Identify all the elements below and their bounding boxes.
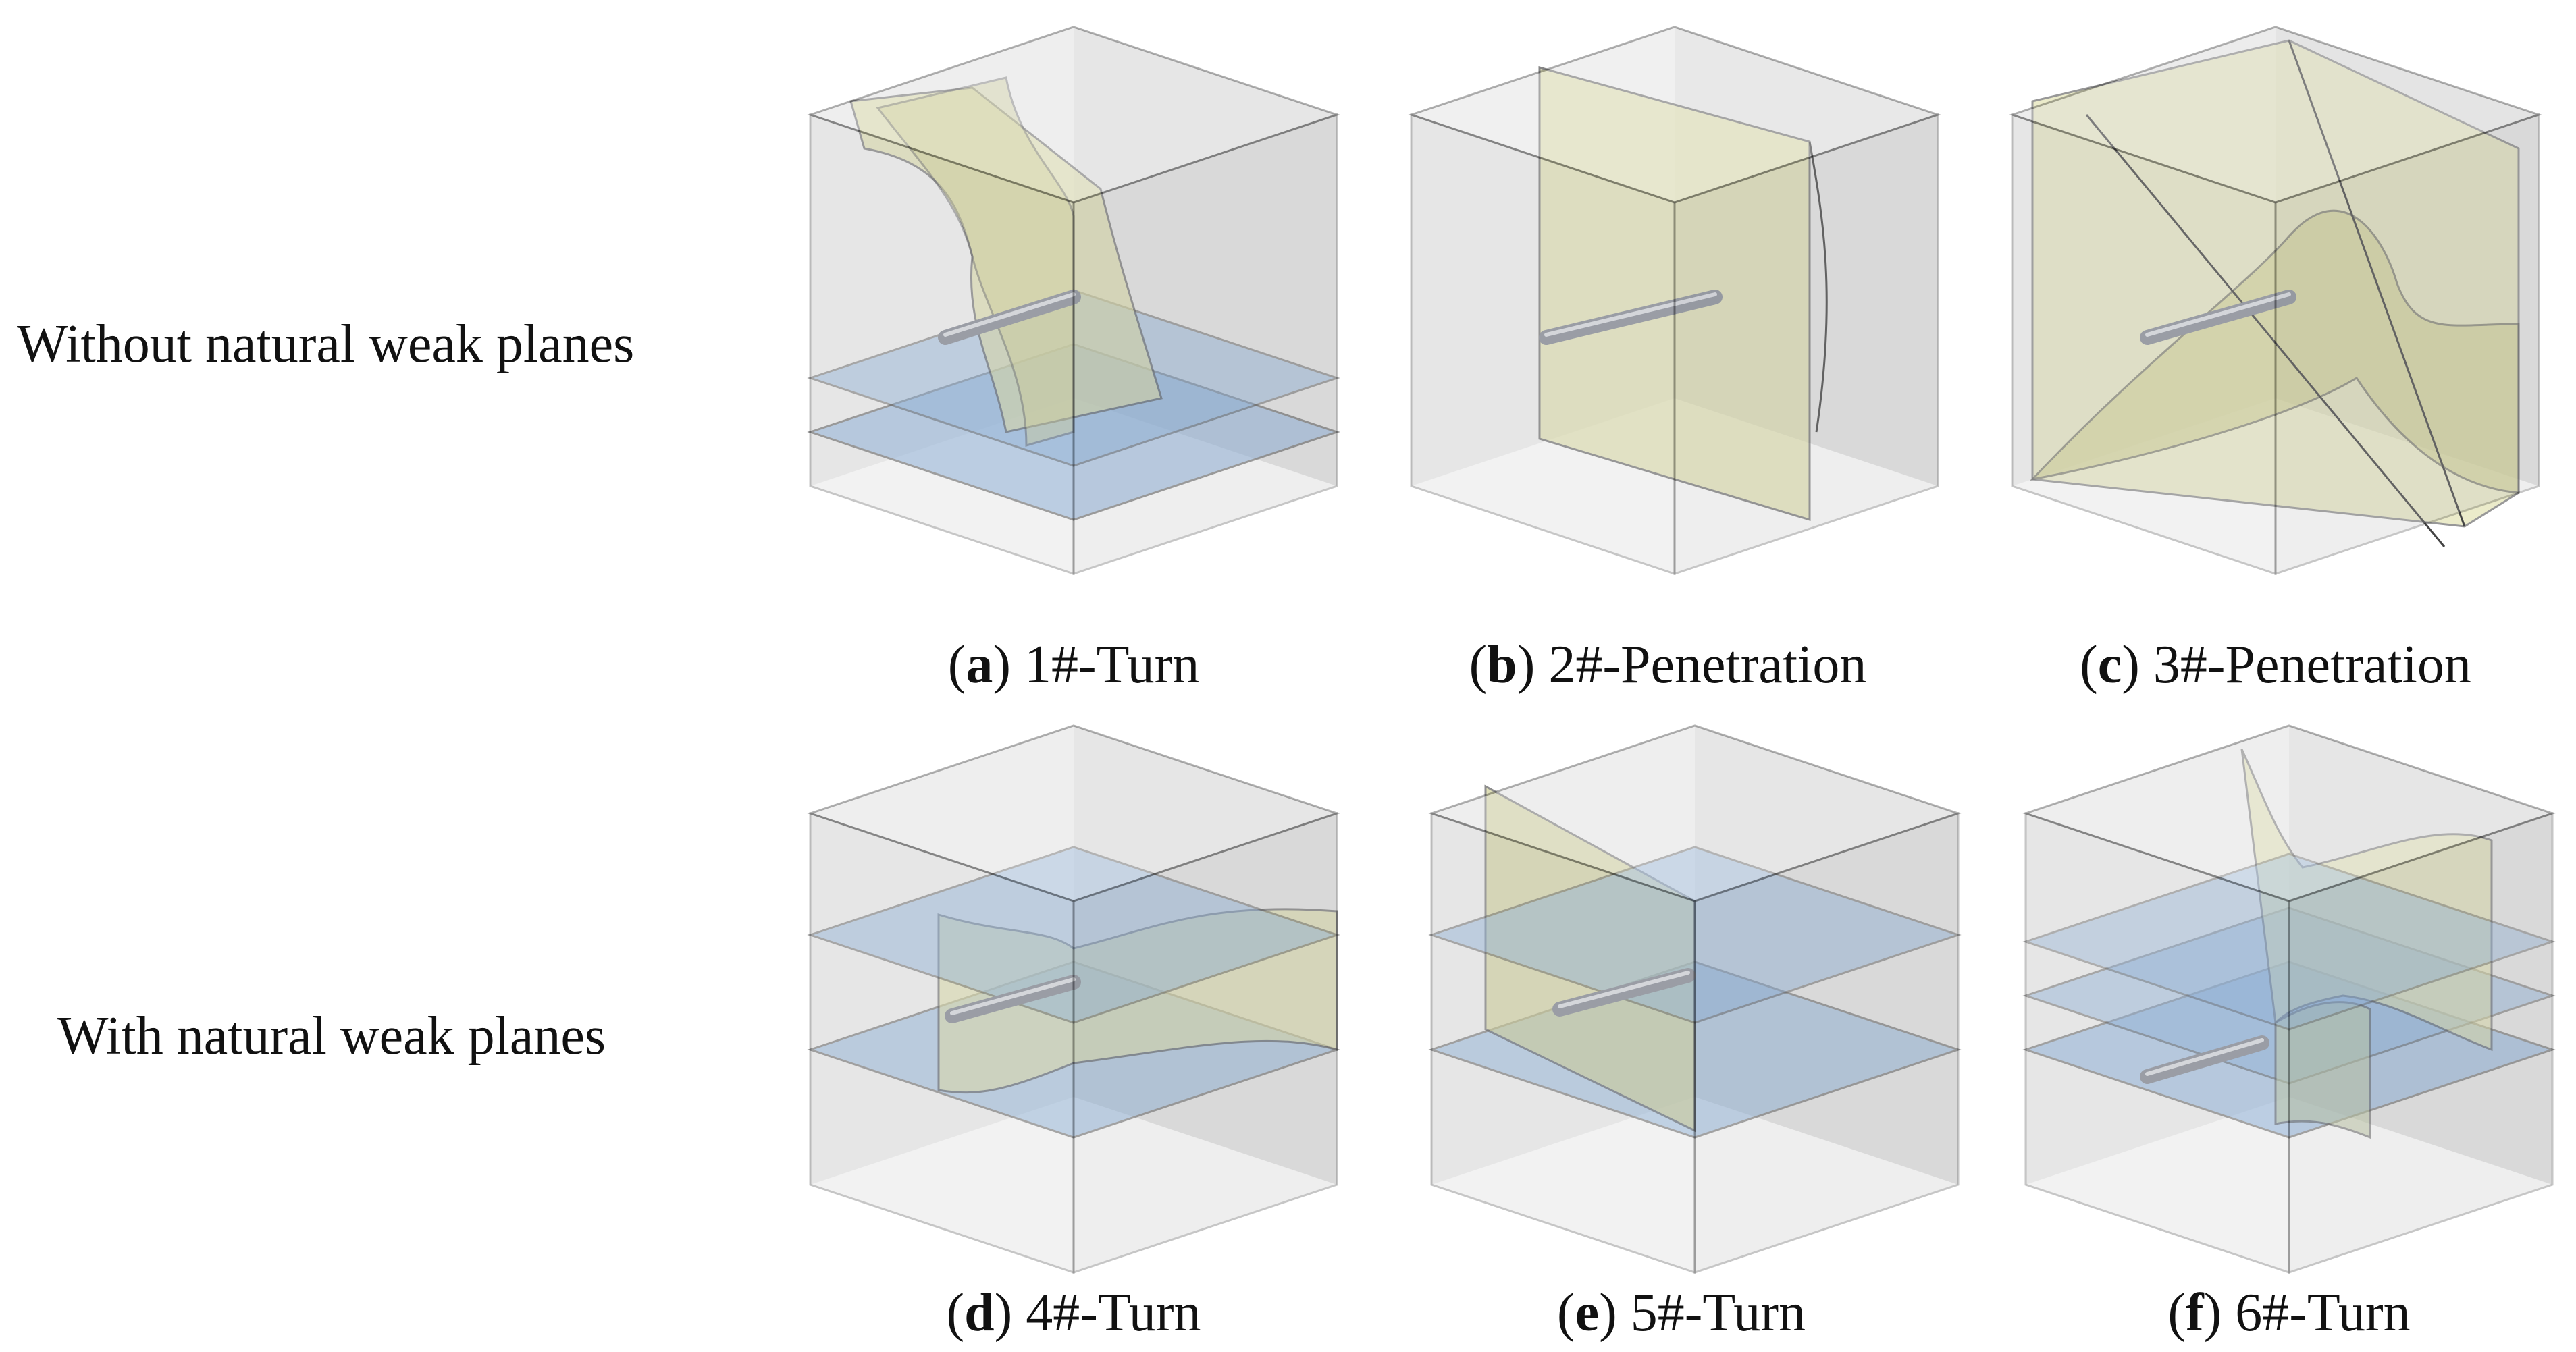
wellbore xyxy=(1552,968,1696,1017)
cube-front-left-face xyxy=(809,811,1075,1274)
caption-letter: c xyxy=(2097,635,2122,695)
fracture-surface xyxy=(937,908,1338,1094)
cube-front-left-face xyxy=(1430,811,1696,1274)
panel-c-diagram xyxy=(2005,13,2546,580)
cube-top-face xyxy=(807,724,1340,902)
cube-front-right-face xyxy=(2288,811,2554,1274)
cube-top-face xyxy=(807,26,1340,204)
caption-letter: b xyxy=(1487,635,1517,695)
wellbore-highlight xyxy=(2145,292,2291,337)
caption-letter: d xyxy=(964,1283,995,1343)
wellbore-highlight xyxy=(2145,1038,2264,1076)
cube-c xyxy=(2009,26,2542,576)
fracture-crease xyxy=(2288,40,2466,527)
caption-e: (e) 5#-Turn xyxy=(1556,1283,1806,1343)
cube-front-left-face xyxy=(1410,113,1676,576)
caption-letter: f xyxy=(2186,1283,2204,1343)
fracture-surface xyxy=(849,86,1163,433)
caption-text: 2#-Penetration xyxy=(1548,635,1867,695)
cube-a xyxy=(807,26,1340,576)
caption-text: 1#-Turn xyxy=(1024,635,1200,695)
wellbore-highlight xyxy=(943,292,1076,337)
cube-d xyxy=(807,724,1340,1274)
caption-c: (c) 3#-Penetration xyxy=(2080,635,2471,695)
cube-front-right-face xyxy=(1673,113,1939,576)
wellbore xyxy=(2140,1035,2269,1084)
cube-front-right-face xyxy=(1072,113,1338,576)
wellbore xyxy=(945,975,1081,1023)
wellbore xyxy=(1539,290,1723,345)
cube-top-face xyxy=(1408,26,1941,204)
row-label-with-weak-planes: With natural weak planes xyxy=(57,1006,606,1066)
wellbore xyxy=(938,290,1081,345)
caption-d: (d) 4#-Turn xyxy=(946,1283,1201,1343)
cube-front-left-face xyxy=(809,113,1075,576)
cube-top-face xyxy=(2022,724,2556,902)
cube-f xyxy=(2022,724,2556,1274)
caption-b: (b) 2#-Penetration xyxy=(1469,635,1867,695)
panel-d-diagram xyxy=(804,712,1344,1279)
fracture-curved-surface xyxy=(2029,209,2520,494)
caption-text: 3#-Penetration xyxy=(2153,635,2471,695)
caption-text: 6#-Turn xyxy=(2235,1283,2411,1343)
cube-front-right-face xyxy=(2274,113,2540,576)
caption-text: 4#-Turn xyxy=(1026,1283,1201,1343)
cube-b xyxy=(1408,26,1941,576)
wellbore-highlight xyxy=(1558,971,1690,1008)
panel-b-diagram xyxy=(1404,13,1945,580)
caption-f: (f) 6#-Turn xyxy=(2167,1283,2411,1343)
wellbore-highlight xyxy=(950,977,1076,1015)
cube-front-left-face xyxy=(2011,113,2277,576)
cube-front-right-face xyxy=(1693,811,1960,1274)
weak-plane-upper xyxy=(807,846,1340,1024)
caption-text: 5#-Turn xyxy=(1630,1283,1806,1343)
panel-f-diagram xyxy=(2019,712,2559,1279)
panel-a-diagram xyxy=(804,13,1344,580)
cube-front-right-face xyxy=(1072,811,1338,1274)
panel-e-diagram xyxy=(1425,712,1965,1279)
row-label-without-weak-planes: Without natural weak planes xyxy=(17,315,635,374)
fracture-crease xyxy=(2085,114,2446,547)
caption-letter: a xyxy=(966,635,993,695)
fracture-edge-curve xyxy=(1808,141,1828,433)
fracture-surface-upper xyxy=(2240,749,2493,1052)
wellbore-highlight xyxy=(1544,292,1717,337)
caption-letter: e xyxy=(1575,1283,1600,1343)
weak-plane-upper xyxy=(2022,853,2556,1031)
fracture-surface xyxy=(1538,66,1811,522)
fracture-surface-lower xyxy=(2274,1001,2371,1139)
caption-a: (a) 1#-Turn xyxy=(947,635,1200,695)
cube-e xyxy=(1428,724,1962,1274)
cube-front-left-face xyxy=(2024,811,2290,1274)
fracture-surface-back xyxy=(876,76,1075,447)
fracture-surface xyxy=(1484,784,1696,1133)
wellbore xyxy=(2140,290,2296,345)
cube-top-face xyxy=(2009,26,2542,204)
weak-plane-lower xyxy=(807,343,1340,521)
cube-top-face xyxy=(1428,724,1962,902)
